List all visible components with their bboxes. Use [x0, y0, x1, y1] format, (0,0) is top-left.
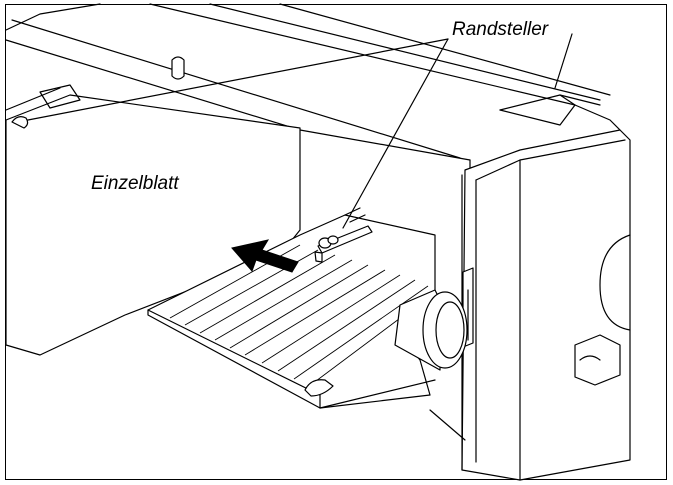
feed-direction-arrow — [231, 239, 299, 273]
margin-guide-label: Randsteller — [452, 19, 549, 40]
printer-top-cover — [5, 3, 621, 196]
single-sheet-label: Einzelblatt — [91, 173, 179, 194]
label-leader-lines — [27, 38, 449, 229]
paper-feed-tray — [147, 214, 468, 409]
